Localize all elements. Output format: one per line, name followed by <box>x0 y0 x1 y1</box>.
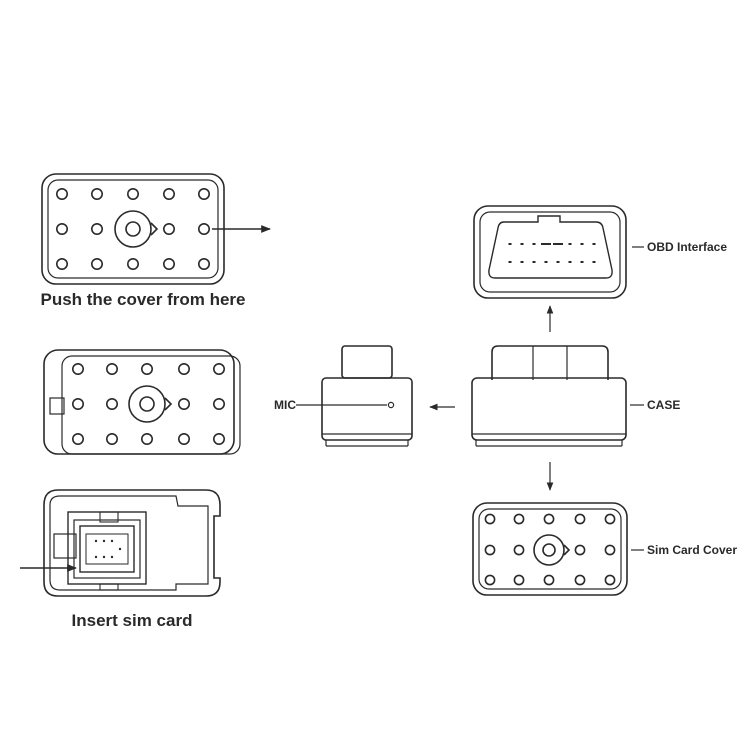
cover-hole-dots <box>72 362 226 445</box>
hole-dot-icon <box>127 257 140 270</box>
sim-card-cover-label: Sim Card Cover <box>647 543 737 557</box>
push-cover-caption: Push the cover from here <box>40 290 245 309</box>
mic-hole-icon <box>387 401 395 409</box>
hole-dot-icon <box>55 223 68 236</box>
hole-dot-icon <box>72 432 85 445</box>
hole-dot-icon <box>72 362 85 375</box>
mic-module-part <box>321 345 413 447</box>
insert-sim-caption: Insert sim card <box>72 611 193 630</box>
hole-dot-icon <box>574 544 586 556</box>
hole-dot-icon <box>178 432 191 445</box>
hole-dot-icon <box>513 574 525 586</box>
hole-dot-icon <box>198 223 211 236</box>
hole-dot-icon <box>72 397 85 410</box>
hole-dot-icon <box>484 544 496 556</box>
hole-dot-icon <box>543 513 555 525</box>
hole-dot-icon <box>213 362 226 375</box>
hole-dot-icon <box>574 574 586 586</box>
obd-connector-pins <box>508 243 596 263</box>
obd-interface-label: OBD Interface <box>647 240 727 254</box>
hole-dot-icon <box>163 188 176 201</box>
hole-dot-icon <box>604 544 616 556</box>
hole-dot-icon <box>213 432 226 445</box>
center-button-icon <box>114 210 159 248</box>
hole-dot-icon <box>127 188 140 201</box>
hole-dot-icon <box>106 432 119 445</box>
cover-hole-dots <box>484 513 616 586</box>
hole-dot-icon <box>163 257 176 270</box>
hole-dot-icon <box>604 574 616 586</box>
obd-interface-part <box>473 205 627 299</box>
mic-label: MIC <box>274 398 296 412</box>
center-button-icon <box>128 385 173 423</box>
hole-dot-icon <box>141 362 154 375</box>
hole-dot-icon <box>178 397 191 410</box>
hole-dot-icon <box>543 574 555 586</box>
sim-slot-view <box>43 489 221 597</box>
hole-dot-icon <box>55 188 68 201</box>
hole-dot-icon <box>604 513 616 525</box>
hole-dot-icon <box>141 432 154 445</box>
cover-top-view <box>41 173 225 285</box>
sim-card-cover-part <box>472 502 628 596</box>
case-part <box>471 345 627 447</box>
center-button-icon <box>533 534 571 566</box>
hole-dot-icon <box>106 362 119 375</box>
hole-dot-icon <box>513 544 525 556</box>
hole-dot-icon <box>198 188 211 201</box>
hole-dot-icon <box>91 257 104 270</box>
cover-side-view <box>43 349 241 455</box>
case-label: CASE <box>647 398 680 412</box>
hole-dot-icon <box>91 223 104 236</box>
cover-hole-dots <box>55 188 211 270</box>
hole-dot-icon <box>106 397 119 410</box>
hole-dot-icon <box>513 513 525 525</box>
hole-dot-icon <box>163 223 176 236</box>
hole-dot-icon <box>574 513 586 525</box>
hole-dot-icon <box>198 257 211 270</box>
hole-dot-icon <box>484 574 496 586</box>
hole-dot-icon <box>55 257 68 270</box>
sim-contact-pins <box>94 539 122 559</box>
hole-dot-icon <box>213 397 226 410</box>
hole-dot-icon <box>484 513 496 525</box>
hole-dot-icon <box>91 188 104 201</box>
hole-dot-icon <box>178 362 191 375</box>
